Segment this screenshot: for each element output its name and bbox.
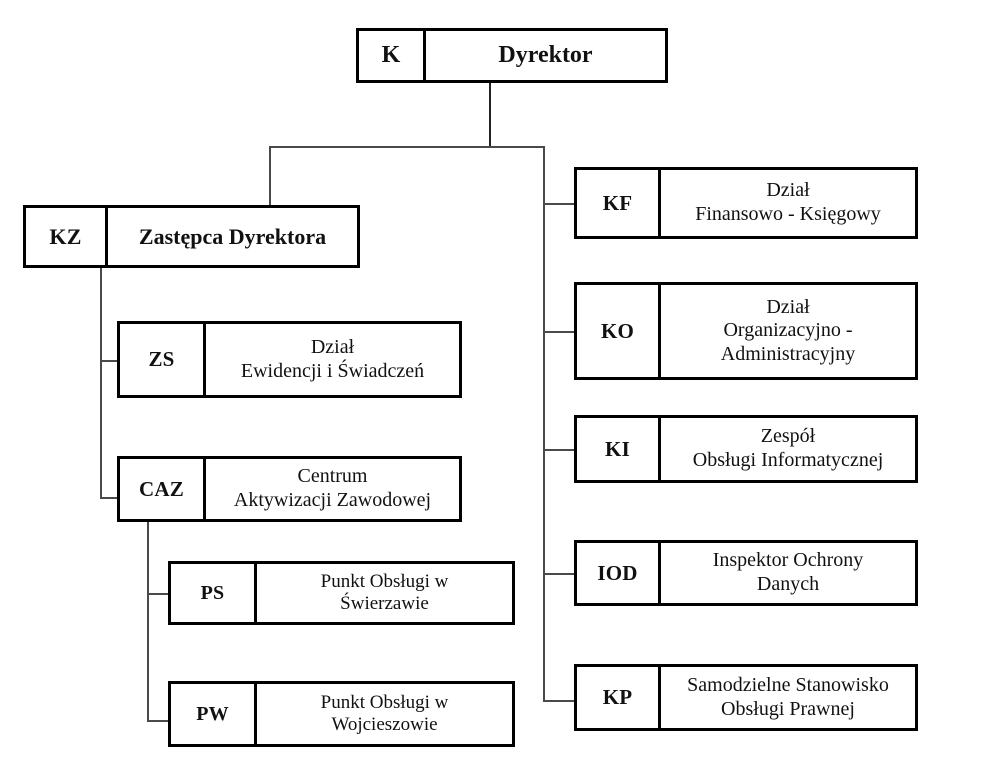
connector-to-deputy bbox=[269, 146, 271, 208]
node-pw[interactable]: PW Punkt Obsługi w Wojcieszowie bbox=[168, 681, 515, 747]
node-it-label: Zespół Obsługi Informatycznej bbox=[661, 418, 915, 480]
node-ps[interactable]: PS Punkt Obsługi w Świerzawie bbox=[168, 561, 515, 625]
node-pw-label: Punkt Obsługi w Wojcieszowie bbox=[257, 684, 512, 744]
node-benefits[interactable]: ZS Dział Ewidencji i Świadczeń bbox=[117, 321, 462, 398]
connector-right-trunk bbox=[543, 146, 545, 701]
node-pw-code: PW bbox=[171, 684, 257, 744]
connector-stub-kf bbox=[543, 203, 574, 205]
node-benefits-label-line-2: Ewidencji i Świadczeń bbox=[240, 359, 425, 382]
node-legal-label-line-1: Samodzielne Stanowisko bbox=[687, 673, 889, 696]
connector-stub-caz bbox=[100, 497, 118, 499]
node-pw-label-line-2: Wojcieszowie bbox=[331, 714, 438, 735]
node-it[interactable]: KI Zespół Obsługi Informatycznej bbox=[574, 415, 918, 483]
connector-stub-kp bbox=[543, 700, 574, 702]
node-it-code: KI bbox=[577, 418, 661, 480]
connector-stub-ko bbox=[543, 331, 574, 333]
connector-stub-ps bbox=[147, 593, 169, 595]
node-organization[interactable]: KO Dział Organizacyjno - Administracyjny bbox=[574, 282, 918, 380]
node-deputy[interactable]: KZ Zastępca Dyrektora bbox=[23, 205, 360, 268]
node-finance-label-line-1: Dział bbox=[766, 179, 810, 202]
node-director[interactable]: K Dyrektor bbox=[356, 28, 668, 83]
node-benefits-label-line-1: Dział bbox=[310, 335, 355, 358]
node-finance-label: Dział Finansowo - Księgowy bbox=[661, 170, 915, 236]
node-iod-label: Inspektor Ochrony Danych bbox=[661, 543, 915, 603]
node-director-code: K bbox=[359, 31, 426, 80]
node-finance[interactable]: KF Dział Finansowo - Księgowy bbox=[574, 167, 918, 239]
node-organization-label-line-2: Organizacyjno - bbox=[723, 319, 853, 342]
connector-stub-zs bbox=[100, 360, 118, 362]
connector-director-stem bbox=[489, 83, 491, 147]
node-caz-label: Centrum Aktywizacji Zawodowej bbox=[206, 459, 459, 519]
node-director-label-line-1: Dyrektor bbox=[498, 42, 593, 69]
connector-stub-iod bbox=[543, 573, 574, 575]
connector-top-split bbox=[269, 146, 545, 148]
node-deputy-code: KZ bbox=[26, 208, 108, 265]
node-benefits-code: ZS bbox=[120, 324, 206, 395]
node-legal-label-line-2: Obsługi Prawnej bbox=[721, 697, 855, 720]
connector-stub-pw bbox=[147, 720, 169, 722]
node-deputy-label: Zastępca Dyrektora bbox=[108, 208, 357, 265]
node-organization-label-line-3: Administracyjny bbox=[720, 342, 856, 365]
node-finance-code: KF bbox=[577, 170, 661, 236]
node-ps-label: Punkt Obsługi w Świerzawie bbox=[257, 564, 512, 622]
node-ps-code: PS bbox=[171, 564, 257, 622]
node-ps-label-line-1: Punkt Obsługi w bbox=[320, 570, 449, 592]
node-iod[interactable]: IOD Inspektor Ochrony Danych bbox=[574, 540, 918, 606]
node-iod-code: IOD bbox=[577, 543, 661, 603]
node-caz-code: CAZ bbox=[120, 459, 206, 519]
node-deputy-label-line-1: Zastępca Dyrektora bbox=[138, 223, 327, 249]
node-it-label-line-2: Obsługi Informatycznej bbox=[692, 449, 884, 471]
node-caz-label-line-2: Aktywizacji Zawodowej bbox=[233, 489, 432, 511]
node-caz-label-line-1: Centrum bbox=[297, 465, 368, 488]
node-it-label-line-1: Zespół bbox=[760, 425, 816, 448]
node-caz[interactable]: CAZ Centrum Aktywizacji Zawodowej bbox=[117, 456, 462, 522]
node-legal[interactable]: KP Samodzielne Stanowisko Obsługi Prawne… bbox=[574, 664, 918, 731]
node-benefits-label: Dział Ewidencji i Świadczeń bbox=[206, 324, 459, 395]
node-organization-label: Dział Organizacyjno - Administracyjny bbox=[661, 285, 915, 377]
connector-caz-trunk bbox=[147, 521, 149, 721]
node-iod-label-line-1: Inspektor Ochrony bbox=[712, 549, 864, 572]
node-ps-label-line-2: Świerzawie bbox=[340, 593, 429, 614]
node-organization-label-line-1: Dział bbox=[766, 295, 810, 318]
connector-stub-ki bbox=[543, 449, 574, 451]
node-iod-label-line-2: Danych bbox=[756, 573, 820, 595]
node-organization-code: KO bbox=[577, 285, 661, 377]
node-director-label: Dyrektor bbox=[426, 31, 665, 80]
node-legal-code: KP bbox=[577, 667, 661, 728]
connector-deputy-trunk bbox=[100, 268, 102, 498]
node-pw-label-line-1: Punkt Obsługi w bbox=[320, 691, 449, 713]
node-finance-label-line-2: Finansowo - Księgowy bbox=[695, 203, 881, 225]
node-legal-label: Samodzielne Stanowisko Obsługi Prawnej bbox=[661, 667, 915, 728]
